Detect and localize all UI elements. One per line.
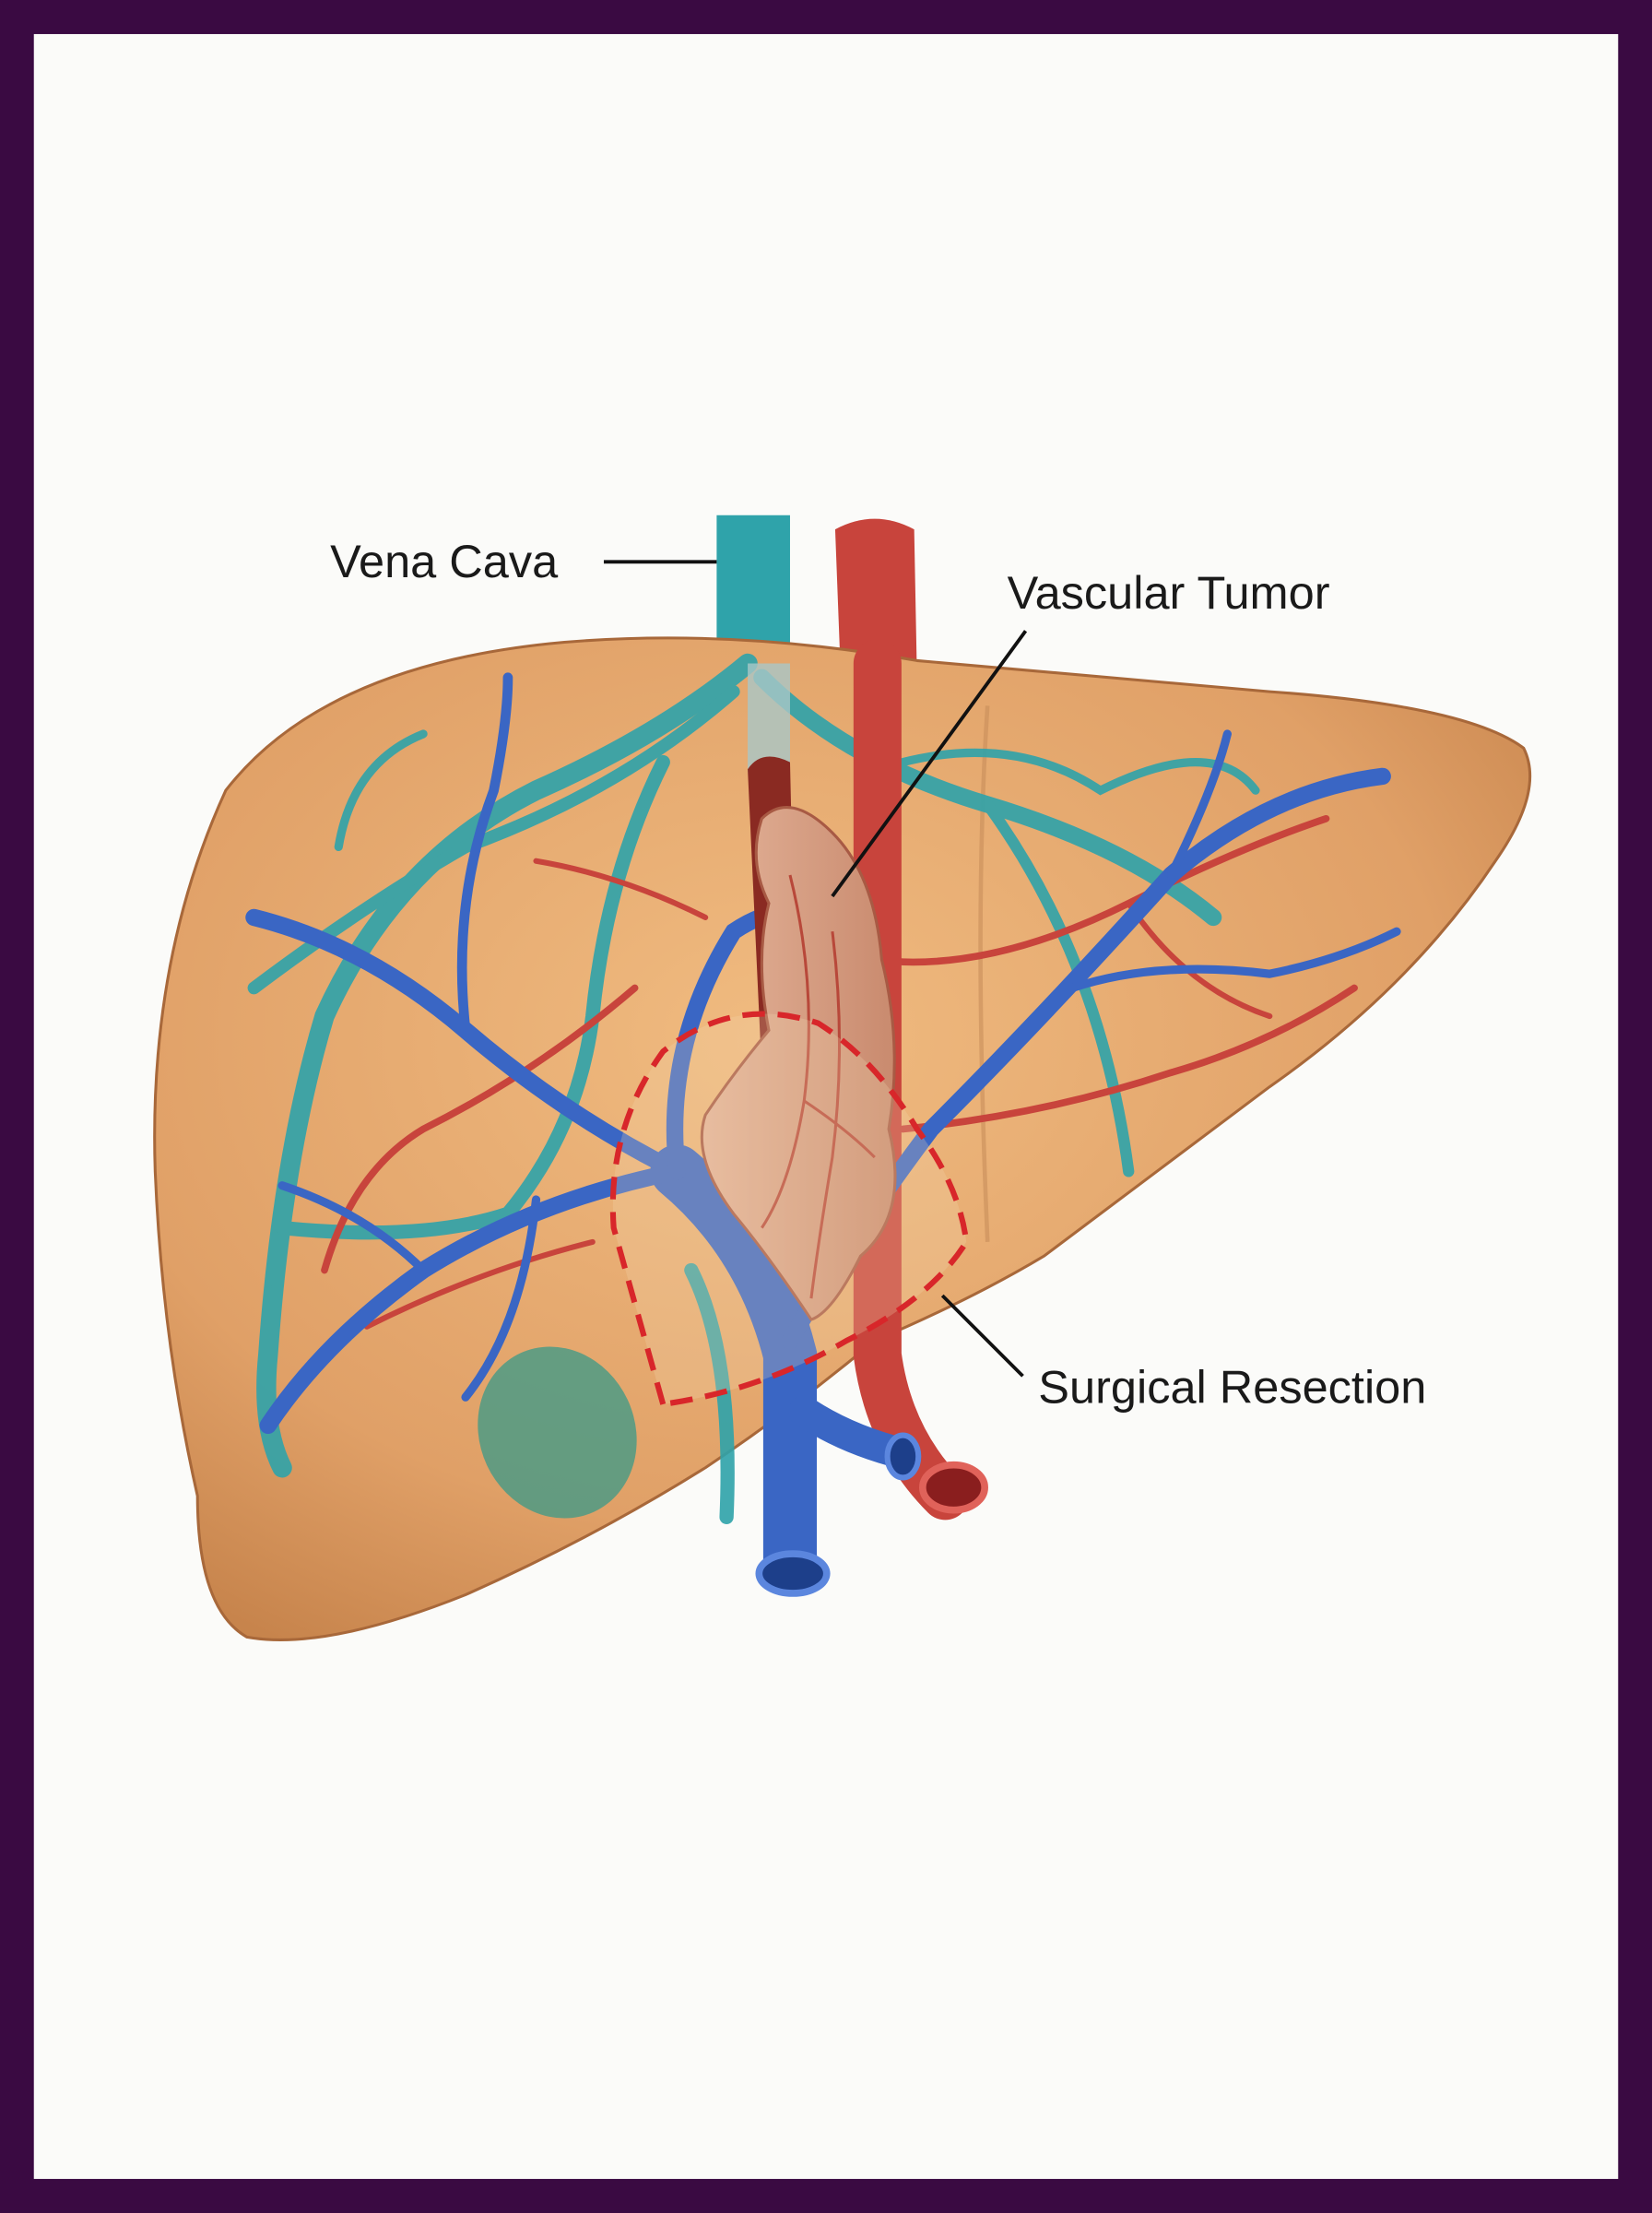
portal-vein-opening (755, 1550, 831, 1597)
gallbladder (478, 1346, 637, 1519)
label-vena-cava: Vena Cava (330, 535, 559, 587)
vena-cava-upper (716, 515, 917, 678)
artery-opening (919, 1461, 988, 1514)
surgical-resection-leader-line (940, 1294, 1024, 1378)
label-vascular-tumor: Vascular Tumor (1008, 566, 1330, 619)
vascular-tumor (700, 806, 897, 1321)
label-surgical-resection: Surgical Resection (1038, 1360, 1426, 1413)
liver-lobe-divider (978, 705, 990, 1243)
surgical-resection-outline (609, 1011, 970, 1408)
portal-branch-opening (884, 1432, 922, 1481)
tumor-vessels (761, 874, 876, 1299)
vascular-tumor-leader-line (831, 630, 1028, 898)
